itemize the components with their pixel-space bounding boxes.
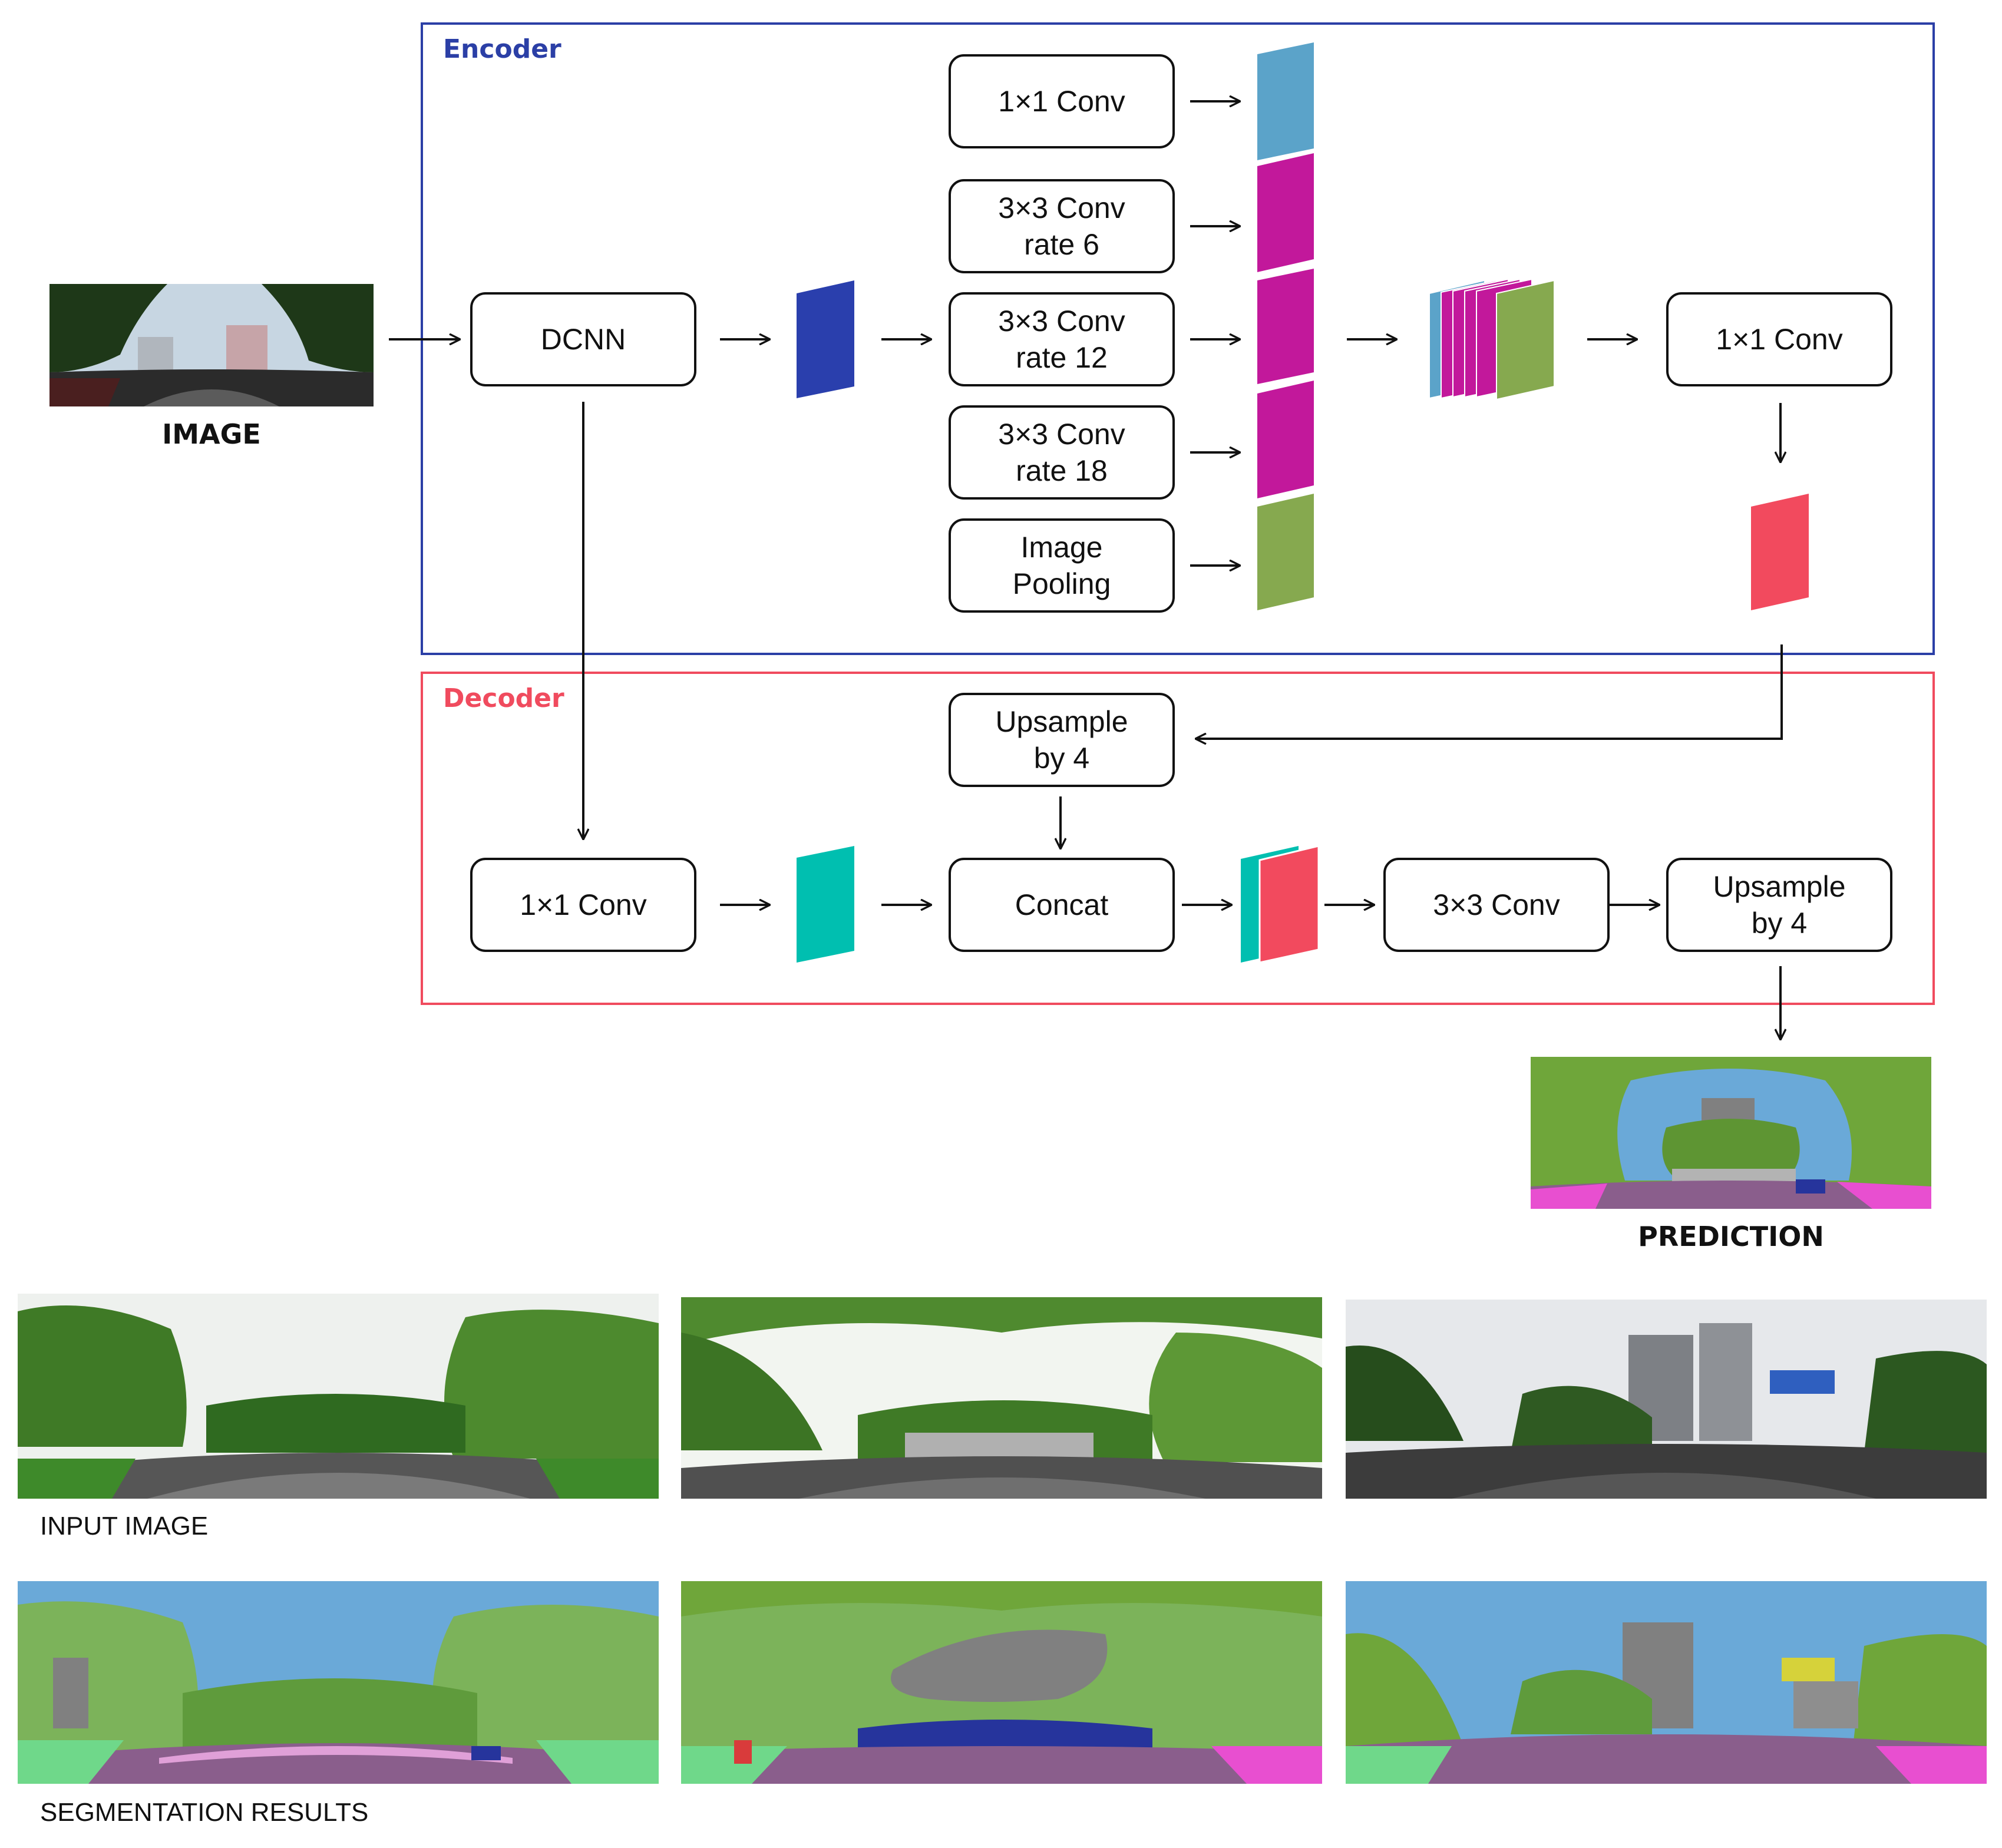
upsample-line1: Upsample — [995, 705, 1128, 738]
conv1x1-branch-box: 1×1 Conv — [949, 54, 1175, 148]
branch-label-line1: 3×3 Conv — [998, 418, 1125, 451]
dcnn-label: DCNN — [540, 323, 626, 356]
conv3x3-rate6-box: 3×3 Conv rate 6 — [949, 179, 1175, 273]
branch-label-line2: rate 6 — [1024, 228, 1099, 261]
branch-label-line2: Pooling — [1012, 567, 1111, 600]
decoder-title: Decoder — [443, 683, 564, 713]
concat-box: Concat — [949, 858, 1175, 952]
low-conv-label: 1×1 Conv — [520, 888, 647, 921]
segmentation-example-1 — [18, 1581, 659, 1784]
branch-label-line2: rate 18 — [1016, 454, 1108, 487]
arrow-left-icon — [1196, 644, 1783, 739]
dcnn-feature-map — [797, 280, 854, 398]
input-image — [49, 284, 374, 406]
branch-label-line1: 3×3 Conv — [998, 191, 1125, 224]
branch-label: 1×1 Conv — [998, 85, 1125, 118]
input-example-1 — [18, 1294, 659, 1499]
segmentation-example-3 — [1346, 1581, 1987, 1784]
encoder-title: Encoder — [443, 34, 561, 64]
segmentation-example-2 — [681, 1581, 1322, 1784]
conv3x3-box: 3×3 Conv — [1383, 858, 1610, 952]
image-label: IMAGE — [162, 418, 261, 450]
final-upsample-line2: by 4 — [1751, 907, 1808, 940]
image-pooling-box: Image Pooling — [949, 518, 1175, 613]
branch-label-line1: 3×3 Conv — [998, 305, 1125, 338]
dcnn-box: DCNN — [470, 292, 696, 386]
concatenated-feature-stack — [1429, 278, 1555, 401]
branch-label-line2: rate 12 — [1016, 341, 1108, 374]
final-upsample-box: Upsample by 4 — [1666, 858, 1892, 952]
branch-pooling-feature-map — [1257, 494, 1314, 610]
decoder-frame — [421, 672, 1935, 1005]
encoder-output-feature-map — [1751, 494, 1809, 610]
branch-rate18-feature-map — [1257, 381, 1314, 498]
fuse-conv1x1-box: 1×1 Conv — [1666, 292, 1892, 386]
concat-label: Concat — [1015, 888, 1109, 921]
conv3x3-rate18-box: 3×3 Conv rate 18 — [949, 405, 1175, 500]
low-level-conv1x1-box: 1×1 Conv — [470, 858, 696, 952]
final-upsample-line1: Upsample — [1713, 870, 1846, 903]
input-example-3 — [1346, 1300, 1987, 1499]
branch-label-line1: Image — [1020, 531, 1103, 564]
fuse-conv-label: 1×1 Conv — [1716, 323, 1843, 356]
upsample-line2: by 4 — [1033, 742, 1090, 775]
conv3-label: 3×3 Conv — [1433, 888, 1560, 921]
branch-rate6-feature-map — [1257, 153, 1314, 272]
prediction-image — [1531, 1057, 1931, 1209]
input-image-caption: INPUT IMAGE — [40, 1512, 209, 1540]
branch-rate12-feature-map — [1257, 269, 1314, 384]
input-example-2 — [681, 1297, 1322, 1499]
branch-1x1-feature-map — [1257, 42, 1314, 160]
conv3x3-rate12-box: 3×3 Conv rate 12 — [949, 292, 1175, 386]
low-level-feature-map — [797, 846, 854, 963]
decoder-concat-stack — [1241, 845, 1320, 964]
prediction-label: PREDICTION — [1638, 1221, 1824, 1252]
segmentation-results-caption: SEGMENTATION RESULTS — [40, 1798, 369, 1827]
upsample-box: Upsample by 4 — [949, 693, 1175, 787]
